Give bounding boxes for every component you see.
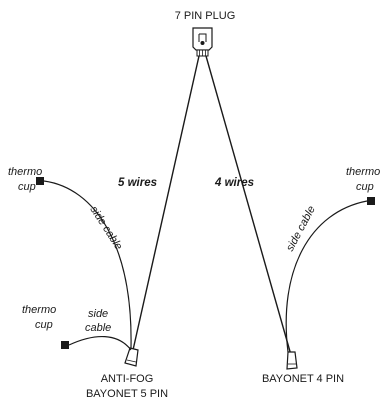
- four-wire-cable: [205, 55, 292, 356]
- five-wire-cable: [132, 55, 200, 351]
- side-cable-label-right: side cable: [284, 204, 318, 253]
- side-cable-label-lower-left-2: cable: [85, 322, 111, 334]
- thermo-cup-label-right: thermo: [346, 166, 380, 178]
- right-connector-label: BAYONET 4 PIN: [262, 373, 344, 385]
- side-cable-label-upper-left: side cable: [87, 204, 124, 252]
- five-wires-label: 5 wires: [118, 177, 157, 189]
- thermo-cup-right: [367, 197, 375, 205]
- side-cable-upper-left: [43, 180, 132, 349]
- thermo-cup-label-lower-left: thermo: [22, 304, 56, 316]
- four-wires-label: 4 wires: [214, 177, 254, 189]
- bayonet-4-pin-connector: [286, 351, 298, 370]
- thermo-cup-label-right-2: cup: [356, 181, 374, 193]
- thermo-cup-label-upper-left: thermo: [8, 166, 42, 178]
- side-cable-lower-left: [68, 335, 132, 351]
- seven-pin-plug: [192, 27, 213, 57]
- left-connector-label-line1: ANTI-FOG: [101, 373, 154, 385]
- thermo-cup-label-lower-left-2: cup: [35, 319, 53, 331]
- left-connector-label-line2: BAYONET 5 PIN: [86, 388, 168, 400]
- plug-label: 7 PIN PLUG: [175, 10, 236, 22]
- thermo-cup-upper-left: [36, 177, 44, 185]
- thermo-cup-label-upper-left-2: cup: [18, 181, 36, 193]
- side-cable-right: [285, 200, 368, 353]
- thermo-cup-lower-left: [61, 341, 69, 349]
- side-cable-label-lower-left-1: side: [88, 308, 108, 320]
- anti-fog-bayonet-connector: [124, 347, 139, 367]
